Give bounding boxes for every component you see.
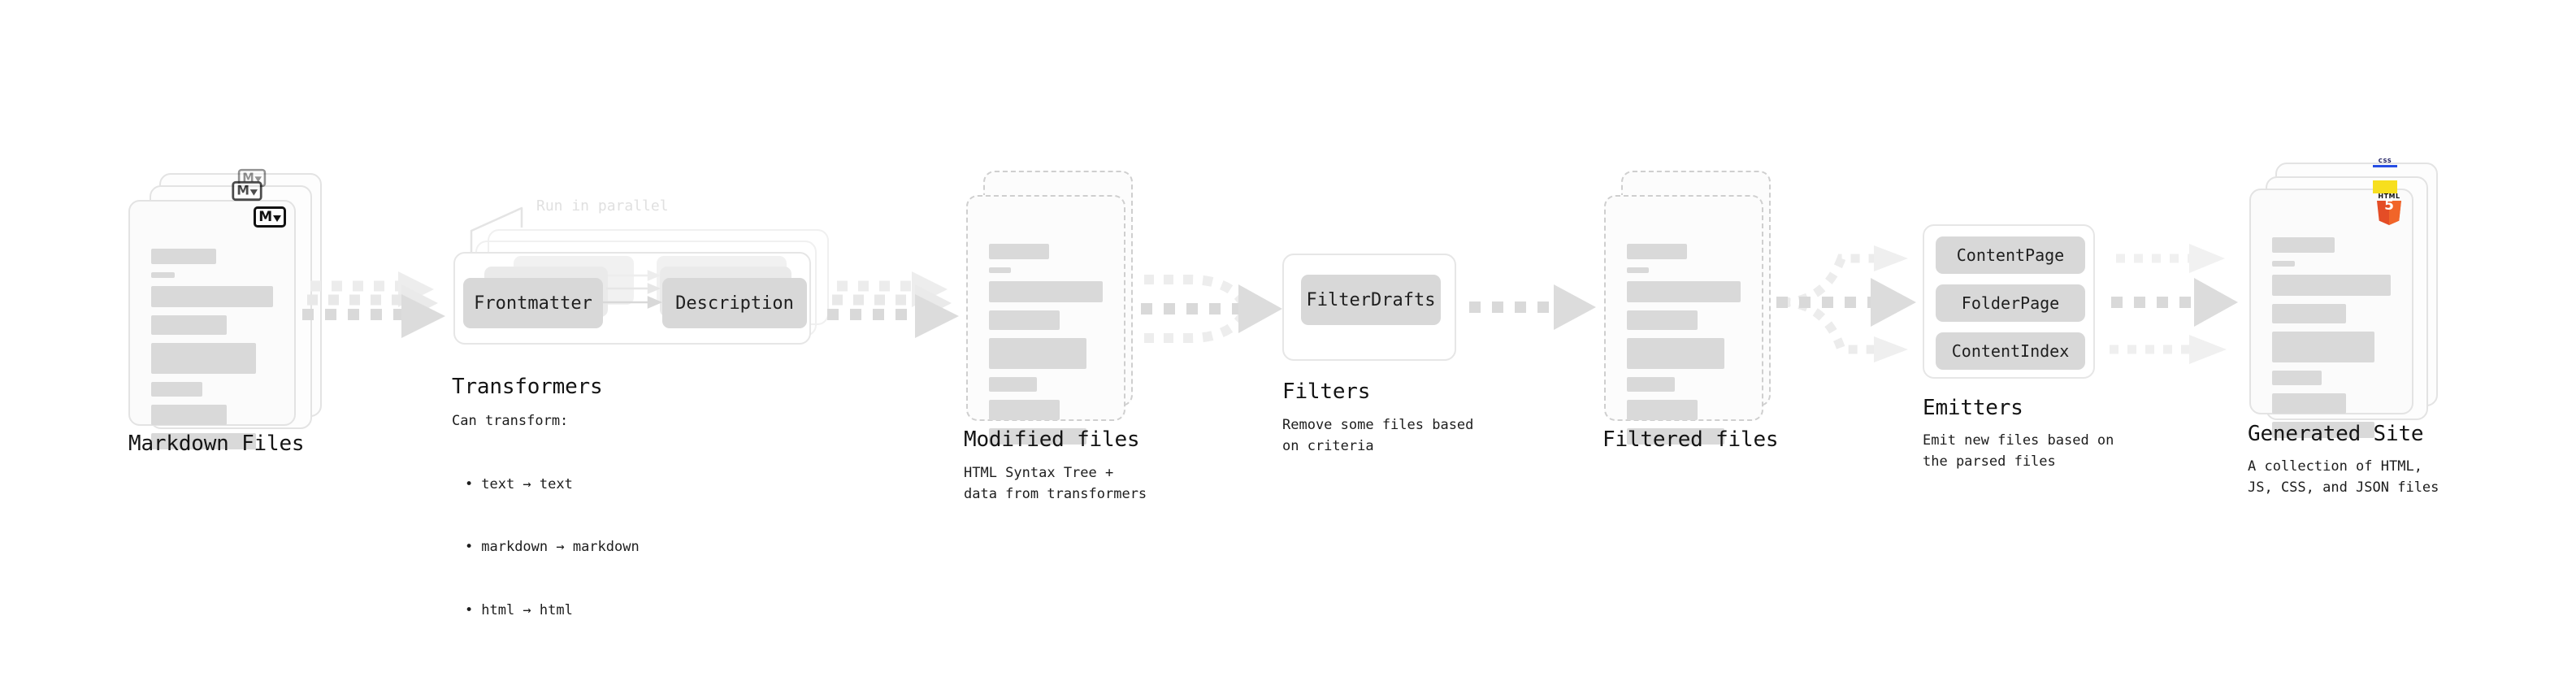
connector-transformers-to-modified [827,271,959,338]
emitter-chip-contentindex-label: ContentIndex [1951,341,2070,361]
transformers-bullet-2: html → html [481,601,573,618]
run-in-parallel-bracket [470,206,523,254]
generated-site-description: A collection of HTML, JS, CSS, and JSON … [2248,458,2439,496]
markdown-card-front [128,200,296,449]
markdown-icon-letter-back: M [242,170,254,185]
css-icon-label: CSS [2378,158,2392,164]
filter-chip-filterdrafts[interactable]: FilterDrafts [1301,275,1441,325]
bullet-dot-1: • [465,539,474,556]
filters-box: FilterDrafts [1282,254,1456,361]
modified-card-placeholder-lines [989,244,1103,453]
transformer-chip-frontmatter[interactable]: Frontmatter [463,278,603,328]
modified-files-caption: Modified files [964,427,1140,452]
connector-filters-to-filtered [1469,284,1596,330]
css-icon: CSS [2373,158,2397,167]
js-icon [2373,180,2397,193]
modified-card-front [966,195,1125,445]
emitters-box: ContentPage FolderPage ContentIndex [1923,224,2095,379]
transformers-description: Can transform: [452,413,569,429]
filters-caption: Filters [1282,380,1371,404]
markdown-icon-middle: M [232,180,262,202]
run-in-parallel-label: Run in parallel [536,197,669,215]
site-card-placeholder-lines [2272,237,2391,446]
transformer-chip-description-label: Description [675,293,794,314]
connector-modified-to-filters [1141,275,1282,343]
markdown-icon-letter: M [258,208,272,225]
filtered-files-caption: Filtered files [1602,427,1779,452]
markdown-icon: M [254,206,286,228]
emitter-chip-contentpage-label: ContentPage [1956,245,2065,265]
emitter-chip-contentindex[interactable]: ContentIndex [1936,332,2085,370]
connector-emitters-to-site [2110,244,2238,364]
transformers-bullet-0: text → text [481,475,573,492]
transformers-bullets: • text → text • markdown → markdown • html … [465,432,640,663]
markdown-icon-letter-middle: M [236,183,249,198]
modified-files-description: HTML Syntax Tree + data from transformer… [964,465,1147,502]
connector-filtered-to-emitters [1776,245,1916,362]
transformer-chip-description[interactable]: Description [662,278,807,328]
transformer-inner-arrows [603,270,663,309]
emitter-chip-contentpage[interactable]: ContentPage [1936,236,2085,274]
transformers-bullet-1: markdown → markdown [481,539,640,556]
filtered-card-placeholder-lines [1627,244,1741,453]
bullet-dot-0: • [465,475,474,492]
html5-icon-number: 5 [2384,197,2394,214]
html5-icon-shield [2377,201,2401,225]
generated-site-caption: Generated Site [2248,422,2424,446]
filtered-card-front [1604,195,1763,445]
html5-icon-label: HTML [2378,193,2400,200]
emitter-chip-folderpage[interactable]: FolderPage [1936,284,2085,322]
emitters-caption: Emitters [1923,396,2023,420]
emitters-description: Emit new files based on the parsed files [1923,432,2114,470]
bullet-dot-2: • [465,601,474,618]
markdown-card-placeholder-lines [151,249,273,458]
site-card-front [2249,189,2413,438]
html5-icon: HTML 5 [2376,193,2402,225]
markdown-files-caption: Markdown Files [128,432,305,456]
connector-markdown-to-transformers [302,271,445,338]
emitter-chip-folderpage-label: FolderPage [1961,293,2060,313]
filter-chip-filterdrafts-label: FilterDrafts [1306,289,1436,310]
transformer-chip-frontmatter-label: Frontmatter [474,293,592,314]
filters-description: Remove some files based on criteria [1282,417,1474,454]
transformers-caption: Transformers [452,375,603,399]
